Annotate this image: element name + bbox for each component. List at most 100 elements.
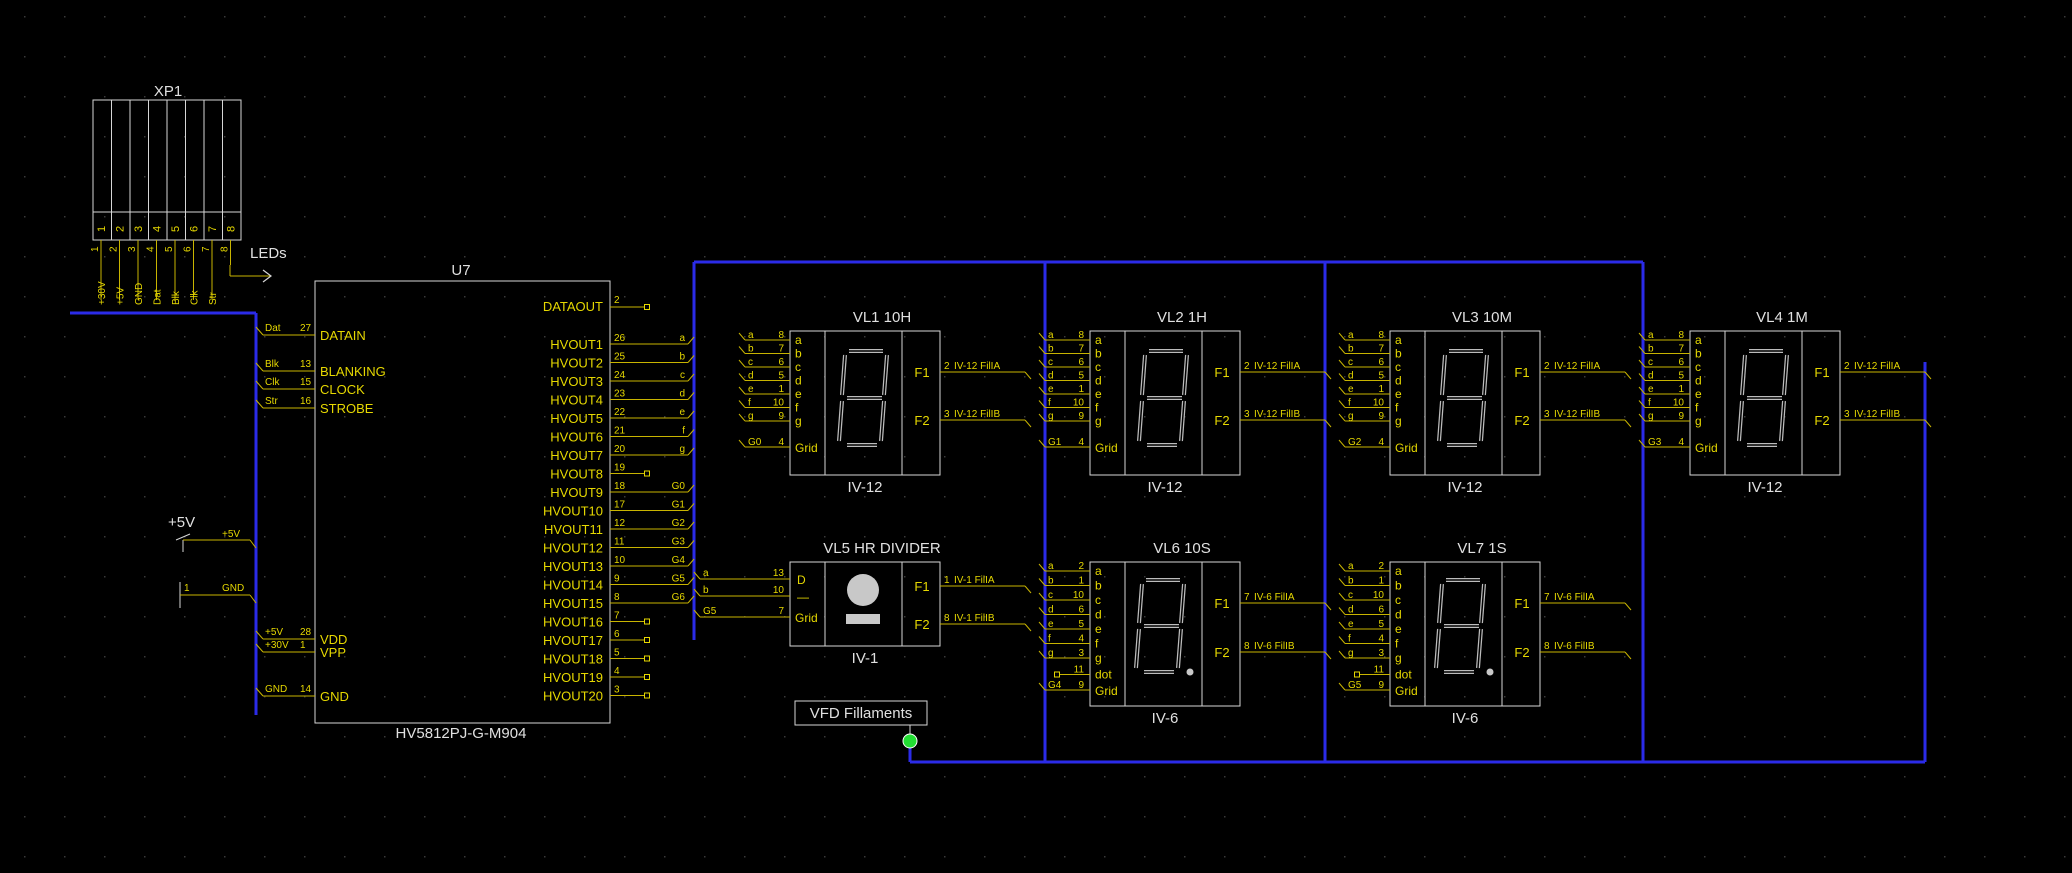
- grid-dot: [584, 16, 586, 18]
- grid-dot: [584, 816, 586, 818]
- grid-dot: [1944, 336, 1946, 338]
- grid-dot: [144, 576, 146, 578]
- grid-dot: [1664, 496, 1666, 498]
- grid-dot: [1224, 576, 1226, 578]
- grid-dot: [1584, 496, 1586, 498]
- grid-dot: [784, 456, 786, 458]
- grid-dot: [1344, 736, 1346, 738]
- tube-seg-pin-number: 3: [1078, 648, 1084, 659]
- grid-dot: [1664, 16, 1666, 18]
- tube-fil-net: IV-12 FilIA: [954, 361, 1000, 372]
- grid-dot: [344, 376, 346, 378]
- grid-dot: [184, 256, 186, 258]
- grid-dot: [784, 56, 786, 58]
- u7-dataout-nc: [644, 304, 650, 310]
- tube-seg-pin-number: 8: [778, 330, 784, 341]
- grid-dot: [1104, 736, 1106, 738]
- grid-dot: [1664, 736, 1666, 738]
- grid-dot: [664, 656, 666, 658]
- u7-bus-entry: [255, 326, 264, 336]
- grid-dot: [1024, 496, 1026, 498]
- u7-left-pin-name: GND: [320, 689, 349, 704]
- grid-dot: [2024, 96, 2026, 98]
- grid-dot: [1544, 656, 1546, 658]
- grid-dot: [944, 536, 946, 538]
- tube-body: [789, 330, 941, 476]
- grid-dot: [1944, 456, 1946, 458]
- grid-dot: [984, 576, 986, 578]
- grid-dot: [1144, 336, 1146, 338]
- grid-dot: [584, 416, 586, 418]
- u7-right-pin-name: HVOUT13: [543, 559, 603, 574]
- grid-dot: [2024, 336, 2026, 338]
- grid-dot: [1104, 296, 1106, 298]
- tube-fil-net: IV-1 FilIB: [954, 613, 995, 624]
- grid-dot: [1664, 256, 1666, 258]
- u7-right-pin-name: HVOUT9: [550, 485, 603, 500]
- grid-dot: [1504, 256, 1506, 258]
- grid-dot: [1424, 176, 1426, 178]
- grid-dot: [1704, 16, 1706, 18]
- tube-part: IV-6: [1152, 710, 1179, 727]
- grid-dot: [1104, 656, 1106, 658]
- tube-fil-net: IV-12 FilIA: [1554, 361, 1600, 372]
- grid-dot: [1264, 136, 1266, 138]
- grid-dot: [464, 176, 466, 178]
- grid-dot: [1304, 256, 1306, 258]
- grid-dot: [784, 96, 786, 98]
- grid-dot: [464, 336, 466, 338]
- grid-dot: [1464, 496, 1466, 498]
- grid-dot: [2024, 16, 2026, 18]
- tube-fil-entry: [1624, 371, 1632, 380]
- tube-seg-pin-number: 10: [1073, 398, 1085, 409]
- tube-bus-entry: [1038, 359, 1046, 368]
- grid-dot: [984, 536, 986, 538]
- grid-dot: [1464, 256, 1466, 258]
- grid-dot: [384, 136, 386, 138]
- tube-fil-pin-number: 1: [944, 575, 950, 586]
- grid-dot: [1104, 96, 1106, 98]
- grid-dot: [504, 136, 506, 138]
- u7-right-pin-name: HVOUT10: [543, 504, 603, 519]
- grid-dot: [424, 856, 426, 858]
- grid-dot: [1144, 496, 1146, 498]
- grid-dot: [1144, 136, 1146, 138]
- u7-bus-entry: [255, 380, 264, 390]
- tube-seg-pin-name: a: [1395, 333, 1402, 347]
- grid-dot: [584, 216, 586, 218]
- grid-dot: [464, 136, 466, 138]
- tube-bus-entry: [1038, 592, 1046, 601]
- grid-dot: [464, 856, 466, 858]
- grid-dot: [384, 736, 386, 738]
- grid-dot: [1624, 176, 1626, 178]
- u7-left-pin-name: CLOCK: [320, 382, 365, 397]
- grid-dot: [624, 776, 626, 778]
- grid-dot: [864, 816, 866, 818]
- tube-seg-net: e: [1648, 384, 1654, 395]
- connector-xp1[interactable]: XP111+30V22+5V33GND44Dat55Blk66Clk77Str8…: [90, 83, 287, 305]
- digit-segment-inner: [880, 400, 885, 442]
- grid-dot: [624, 456, 626, 458]
- vfd-fillaments-port[interactable]: VFD Fillaments: [794, 700, 928, 749]
- grid-dot: [1944, 656, 1946, 658]
- xp1-pin-number-lower: 4: [146, 246, 157, 252]
- tube-seg-net: f: [1048, 398, 1051, 409]
- grid-dot: [2064, 456, 2066, 458]
- tube-f1-label: F1: [1814, 365, 1829, 380]
- u7-bus-entry: [687, 540, 695, 548]
- grid-dot: [1784, 536, 1786, 538]
- grid-dot: [1024, 336, 1026, 338]
- grid-dot: [1344, 496, 1346, 498]
- u7-left-pin-number: 13: [300, 359, 312, 370]
- grid-dot: [1784, 816, 1786, 818]
